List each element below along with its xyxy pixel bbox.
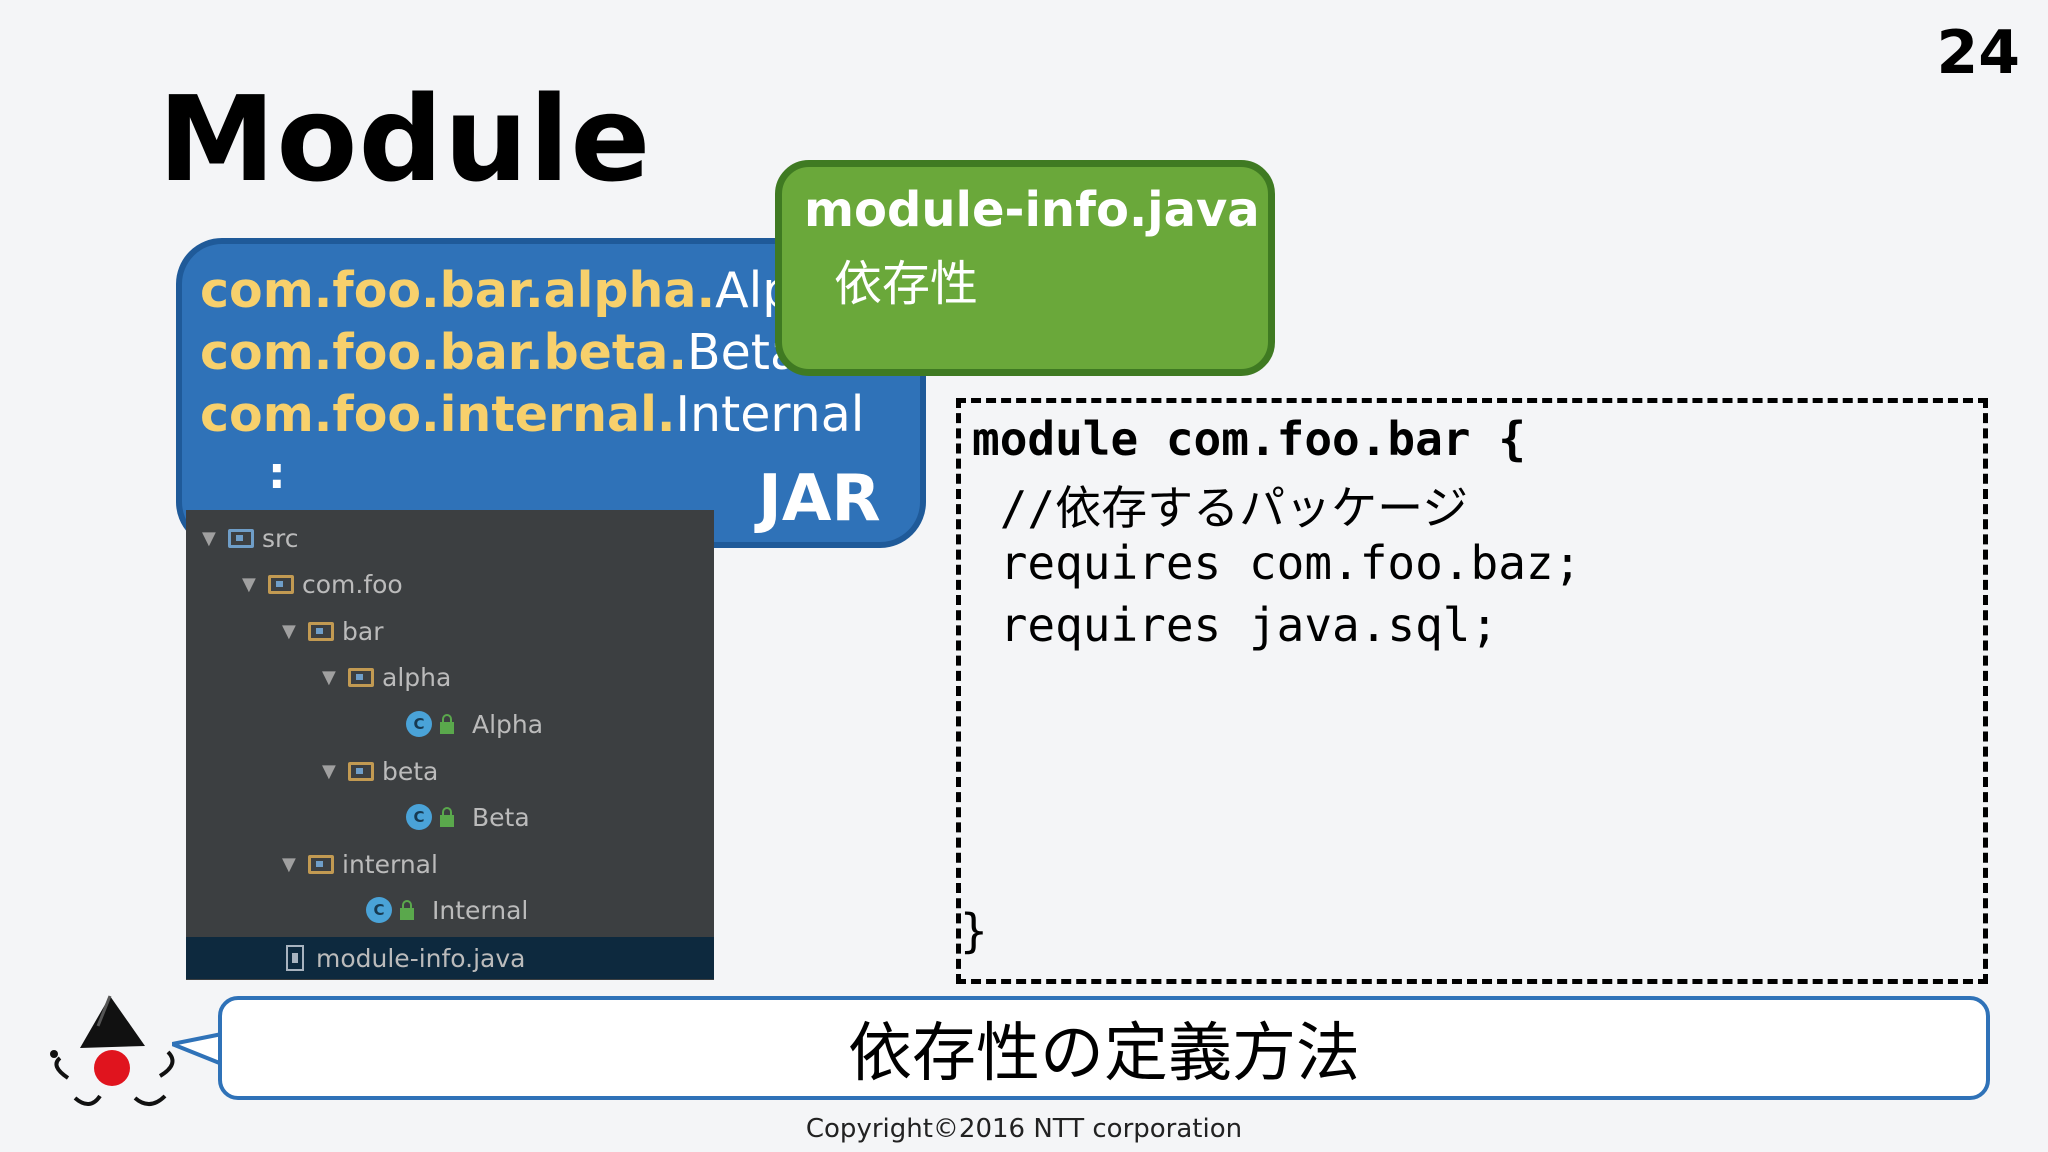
tree-item-label: beta [382, 756, 439, 786]
source-folder-icon [228, 528, 254, 548]
slide-title: Module [158, 70, 652, 208]
expand-arrow-icon[interactable]: ▼ [282, 620, 296, 642]
lock-icon [440, 714, 454, 734]
tree-item-label: src [262, 523, 299, 553]
tree-item-internal[interactable]: ▼ internal [282, 844, 438, 884]
tree-item-label: Alpha [472, 709, 544, 739]
java-file-icon [286, 945, 304, 971]
jar-ellipsis: : [268, 448, 286, 499]
module-info-callout-title: module-info.java [804, 182, 1260, 238]
tree-item-label: Beta [472, 802, 530, 832]
tree-item-bar[interactable]: ▼ bar [282, 611, 383, 651]
jar-package-line: com.foo.bar.alpha.Alpha [200, 262, 854, 319]
tree-item-internal-class[interactable]: C Internal [366, 890, 528, 930]
package-folder-icon [348, 667, 374, 687]
tree-item-com-foo[interactable]: ▼ com.foo [242, 564, 403, 604]
code-line: module com.foo.bar { [972, 412, 1526, 466]
expand-arrow-icon[interactable]: ▼ [322, 666, 336, 688]
lock-icon [400, 900, 414, 920]
tree-item-beta-class[interactable]: C Beta [406, 797, 530, 837]
class-icon: C [406, 804, 432, 830]
expand-arrow-icon[interactable]: ▼ [242, 573, 256, 595]
tree-item-label: internal [342, 849, 438, 879]
expand-arrow-icon[interactable]: ▼ [282, 853, 296, 875]
jar-package-line: com.foo.bar.beta.Beta [200, 324, 800, 381]
tree-item-label: alpha [382, 662, 452, 692]
copyright: Copyright©2016 NTT corporation [805, 1114, 1243, 1144]
package-folder-icon [348, 761, 374, 781]
package-folder-icon [268, 574, 294, 594]
tree-item-beta[interactable]: ▼ beta [322, 751, 438, 791]
tree-item-label: Internal [432, 895, 529, 925]
code-line: requires java.sql; [972, 598, 1499, 652]
code-block [956, 398, 1988, 984]
page-number: 24 [1936, 18, 2021, 88]
package-name: com.foo.internal. [200, 386, 676, 443]
package-folder-icon [308, 621, 334, 641]
duke-mascot-icon [50, 995, 175, 1106]
caption: 依存性の定義方法 [218, 996, 1990, 1100]
tree-item-label: module-info.java [316, 943, 526, 973]
class-name: Internal [675, 386, 865, 443]
code-line: requires com.foo.baz; [972, 536, 1582, 590]
tree-item-module-info[interactable]: module-info.java [186, 937, 714, 979]
expand-arrow-icon[interactable]: ▼ [322, 760, 336, 782]
tree-item-label: bar [342, 616, 384, 646]
code-line: } [960, 904, 988, 958]
lock-icon [440, 807, 454, 827]
tree-item-alpha[interactable]: ▼ alpha [322, 657, 451, 697]
module-info-callout [775, 160, 1275, 376]
jar-label: JAR [758, 462, 881, 536]
class-icon: C [366, 897, 392, 923]
package-name: com.foo.bar.alpha. [200, 262, 716, 319]
package-folder-icon [308, 854, 334, 874]
tree-item-src[interactable]: ▼ src [202, 518, 299, 558]
tree-item-alpha-class[interactable]: C Alpha [406, 704, 543, 744]
package-name: com.foo.bar.beta. [200, 324, 687, 381]
project-tree-panel [186, 510, 714, 980]
code-line: //依存するパッケージ [972, 481, 1469, 535]
jar-package-line: com.foo.internal.Internal [200, 386, 864, 443]
class-icon: C [406, 711, 432, 737]
module-info-callout-subtitle: 依存性 [834, 256, 979, 312]
tree-item-label: com.foo [302, 569, 403, 599]
expand-arrow-icon[interactable]: ▼ [202, 527, 216, 549]
